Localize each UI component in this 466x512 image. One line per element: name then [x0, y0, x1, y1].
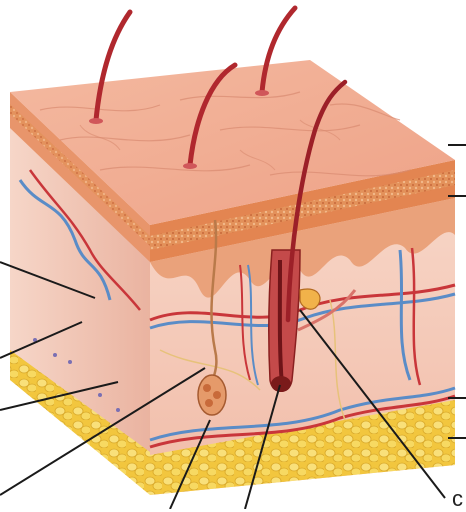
sebaceous-gland: [300, 289, 320, 309]
edge-letter-label: c: [452, 486, 463, 512]
